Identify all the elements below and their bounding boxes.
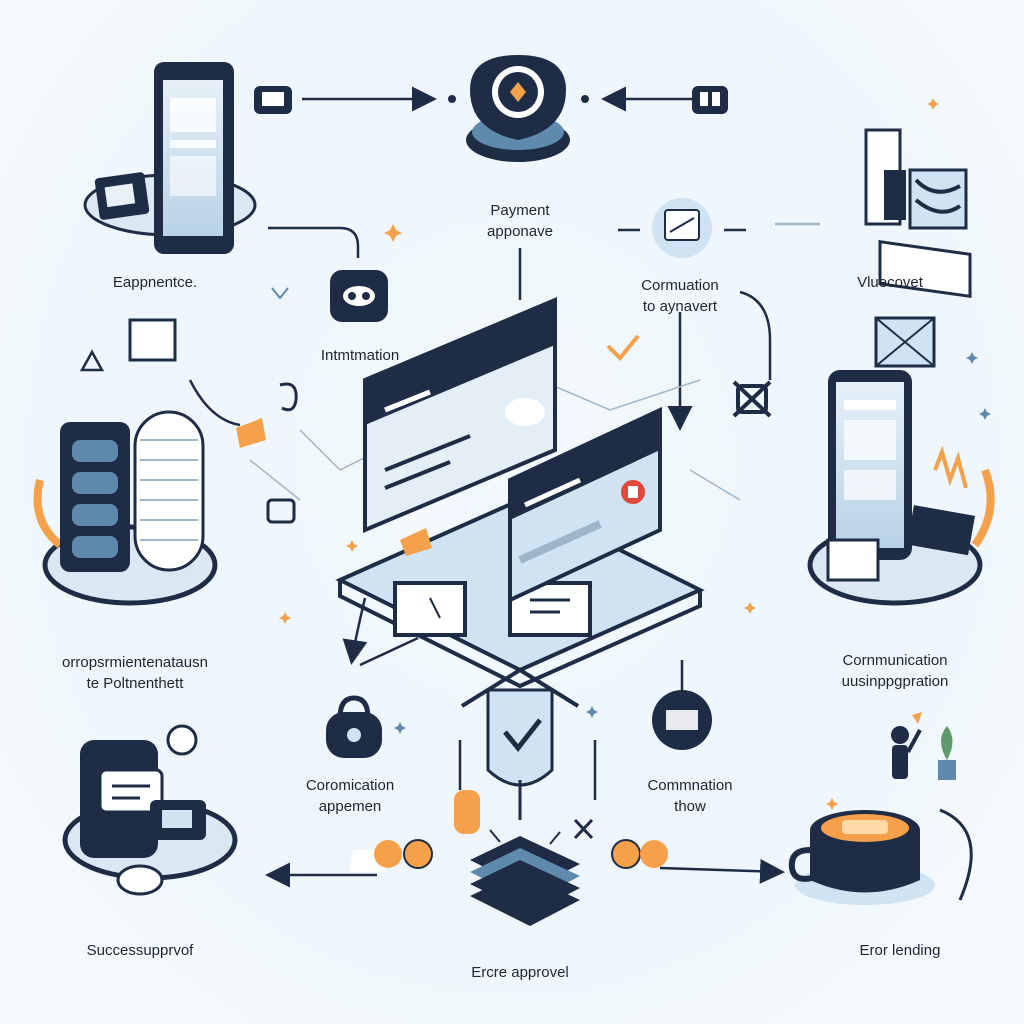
orange-tag-center: [400, 528, 432, 556]
label-error-lending: Eror lending: [859, 942, 941, 959]
payment-card-icon: [508, 406, 662, 604]
processor-chip-icon: [349, 829, 580, 926]
label-payment-approval-line2: apponave: [487, 223, 553, 240]
label-left-mid-line1: orropsrmientenatausn: [62, 654, 208, 671]
small-star-decorations: [394, 352, 991, 734]
checkmark-icon: [606, 334, 640, 361]
label-confirmation-top-line2: to aynavert: [642, 298, 718, 315]
chat-bubble-icon: [254, 86, 292, 114]
label-success: Successupprvof: [86, 942, 194, 959]
sparkle-decorations: [279, 98, 939, 810]
support-chat-icon: [652, 690, 712, 750]
label-error-approval: Ercre approvel: [471, 964, 569, 981]
card-reader-icon: [864, 128, 972, 299]
plant-icon: [938, 726, 956, 780]
label-confirmation-top: Cormuation to aynavert: [600, 275, 760, 317]
coin-icons: [374, 790, 668, 869]
smartphone-icon: [83, 62, 257, 254]
label-right-mid-line2: uusinppgpration: [841, 673, 949, 690]
person-icon: [891, 712, 922, 779]
label-left-mid-line2: te Poltnenthett: [86, 675, 184, 692]
smartphone-icon-right: [807, 370, 995, 606]
label-confirmation-top-line1: Cormuation: [641, 277, 719, 294]
label-right-mid: Cornmunication uusinppgpration: [800, 650, 990, 692]
label-mobile-top-right: Vluecovet: [857, 274, 923, 291]
shield-check-icon: [460, 667, 580, 820]
connector-arrows: [188, 86, 820, 888]
refresh-icon: [266, 382, 298, 524]
alert-triangle-icon: [79, 349, 105, 372]
payment-card-small: [652, 198, 712, 258]
card-icon-small: [692, 86, 728, 114]
server-stack-icon: [33, 318, 218, 606]
shield-hub-icon: [448, 55, 589, 162]
label-bottom-right-center-line2: thow: [674, 798, 706, 815]
label-payment-approval: Payment apponave: [430, 200, 610, 242]
message-bubble-icon: [330, 270, 388, 322]
close-x-icon: [732, 380, 772, 418]
warning-tag-icon: [236, 418, 266, 448]
smartphone-icon-bottom: [62, 724, 238, 896]
label-information: Intmtmation: [320, 347, 400, 364]
label-bottom-left-center: Coromication appemen: [265, 775, 435, 817]
lock-icon: [326, 695, 382, 758]
label-bottom-right-center: Commnation thow: [615, 775, 765, 817]
chevron-down-icon: [271, 287, 289, 300]
box-icon-right: [874, 316, 936, 368]
label-bottom-right-center-line1: Commnation: [647, 777, 733, 794]
label-bottom-left-center-line2: appemen: [318, 798, 382, 815]
coffee-cup-icon: [788, 808, 973, 905]
label-bottom-left-center-line1: Coromication: [305, 777, 395, 794]
label-right-mid-line1: Cornmunication: [842, 652, 948, 669]
label-experience: Eappnentce.: [112, 274, 198, 291]
label-left-mid: orropsrmientenatausn te Poltnenthett: [20, 652, 250, 694]
label-payment-approval-line1: Payment: [490, 202, 550, 219]
